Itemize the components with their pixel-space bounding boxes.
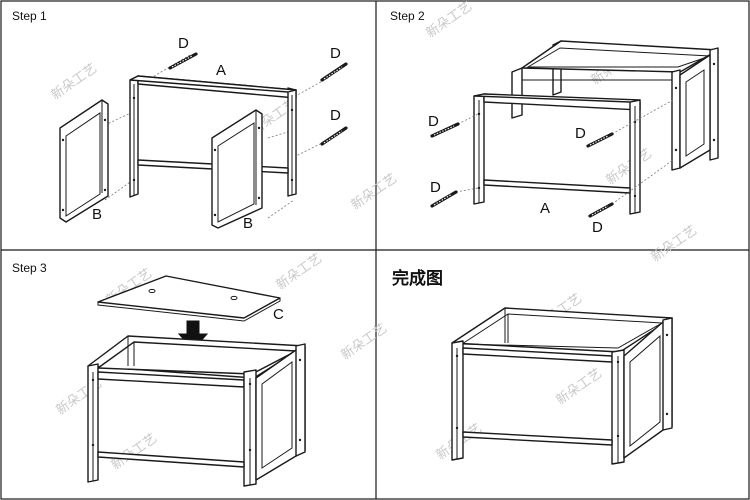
part-label-d: D: [592, 219, 603, 236]
part-label-d: D: [575, 125, 586, 142]
base-frame: [87, 335, 306, 487]
part-label-d: D: [330, 45, 341, 62]
alignment-line: [267, 199, 295, 219]
watermark-text: 新朵工艺: [553, 365, 605, 408]
watermark-text: 新朵工艺: [648, 222, 700, 265]
step-1-panel: Step 1: [12, 9, 348, 232]
watermarks: 新朵工艺 新朵工艺 新朵工艺 新朵工艺 新朵工艺 新朵工艺 新朵工艺 新朵工艺 …: [48, 0, 700, 473]
part-label-a: A: [540, 200, 550, 217]
watermark-text: 新朵工艺: [348, 170, 400, 213]
part-label-d: D: [178, 35, 189, 52]
watermark-text: 新朵工艺: [338, 320, 390, 363]
screw-icon: [168, 52, 198, 70]
step-3-title: Step 3: [12, 261, 47, 275]
step-2-title: Step 2: [390, 9, 425, 23]
screw-icon: [320, 126, 348, 146]
watermark-text: 新朵工艺: [108, 430, 160, 473]
alignment-line: [267, 129, 295, 139]
part-label-b: B: [243, 215, 253, 232]
part-label-c: C: [273, 306, 284, 323]
screw-icon: [588, 202, 614, 218]
alignment-line: [104, 179, 134, 201]
watermark-text: 新朵工艺: [423, 0, 475, 41]
finished-panel: 完成图: [392, 268, 673, 465]
step-2-panel: Step 2: [390, 9, 719, 236]
alignment-line: [133, 54, 191, 89]
part-label-a: A: [216, 62, 226, 79]
screw-icon: [430, 122, 460, 138]
alignment-line: [291, 77, 329, 99]
watermark-text: 新朵工艺: [603, 145, 655, 188]
part-label-b: B: [92, 206, 102, 223]
step-1-title: Step 1: [12, 9, 47, 23]
alignment-line: [104, 111, 134, 126]
finished-title: 完成图: [392, 268, 443, 289]
step-3-panel: Step 3 C: [12, 261, 306, 487]
part-label-d: D: [428, 113, 439, 130]
watermark-text: 新朵工艺: [273, 250, 325, 293]
frame-b-right: [211, 109, 263, 229]
finished-table: [451, 307, 673, 465]
part-label-d: D: [330, 107, 341, 124]
frame-b-left: [59, 99, 109, 223]
screw-icon: [586, 132, 614, 148]
frame-a-front: [473, 93, 641, 215]
alignment-line: [291, 139, 329, 159]
screw-icon: [320, 62, 348, 82]
screw-icon: [430, 190, 458, 208]
watermark-text: 新朵工艺: [48, 60, 100, 103]
part-label-d: D: [430, 179, 441, 196]
alignment-line: [611, 159, 674, 205]
top-board-c: [97, 275, 281, 322]
back-frame-assembly: [511, 40, 719, 171]
frame-a: [129, 75, 297, 198]
